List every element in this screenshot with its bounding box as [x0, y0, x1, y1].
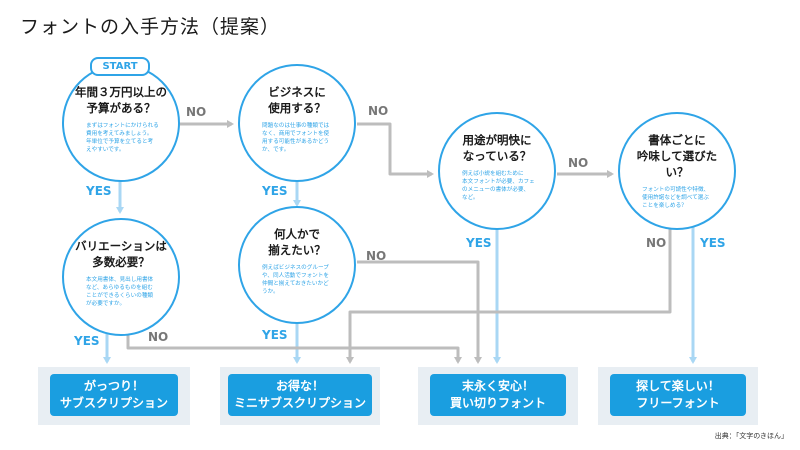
question-business: ビジネスに 使用する？ 問題なのは仕事の種類では なく、商用でフォントを使 用す…	[238, 64, 356, 182]
label-no: NO	[646, 236, 667, 250]
question-note: 例えばビジネスのグループ や、同人活動でフォントを 仲間と揃えておきたいかど う…	[262, 265, 329, 295]
question-purpose: 用途が明快に なっている？ 例えば小説を組むために 本文フォントが必要、カフェ …	[438, 112, 556, 230]
label-no: NO	[568, 156, 589, 170]
label-no: NO	[186, 105, 207, 119]
question-group: 何人かで 揃えたい？ 例えばビジネスのグループ や、同人活動でフォントを 仲間と…	[238, 206, 356, 324]
label-yes: YES	[700, 236, 726, 250]
question-budget: 年間３万円以上の 予算がある？ まずはフォントにかけられる 費用を考えてみましょ…	[62, 64, 180, 182]
arrow-q2-no	[357, 122, 434, 178]
arrow-q4-no	[346, 213, 672, 364]
outcome-subscription: がっつり！ サブスクリプション	[50, 374, 178, 416]
label-no: NO	[368, 104, 389, 118]
question-choose: 書体ごとに 吟味して選びたい？ フォントの可読性や特徴、 使用許諾などを調べて選…	[618, 112, 736, 230]
label-yes: YES	[262, 184, 288, 198]
outcome-free-font: 探して楽しい！ フリーフォント	[610, 374, 746, 416]
label-no: NO	[148, 330, 169, 344]
outcome-mini-subscription: お得な！ ミニサブスクリプション	[228, 374, 372, 416]
arrow-q6-no	[357, 260, 482, 364]
outcome-buyout-font: 末永く安心！ 買い切りフォント	[430, 374, 566, 416]
question-note: フォントの可読性や特徴、 使用許諾などを調べて選ぶ ことを楽しめる？	[642, 187, 710, 209]
page-title: フォントの入手方法（提案）	[20, 16, 281, 38]
question-note: 本文用書体、見出し用書体 など、あらゆるものを組む ことができるくらいの種類 が…	[86, 277, 154, 307]
question-text: バリエーションは 多数必要？	[75, 239, 167, 269]
question-text: 書体ごとに 吟味して選びたい？	[636, 133, 718, 179]
question-note: 例えば小説を組むために 本文フォントが必要、カフェ のメニューの書体が必要、 な…	[462, 171, 535, 201]
question-text: ビジネスに 使用する？	[268, 85, 326, 115]
label-yes: YES	[262, 328, 288, 342]
label-no: NO	[366, 249, 387, 263]
question-note: 問題なのは仕事の種類では なく、商用でフォントを使 用する可能性があるかどう か…	[262, 123, 330, 153]
label-yes: YES	[74, 334, 100, 348]
question-text: 年間３万円以上の 予算がある？	[75, 85, 167, 115]
label-yes: YES	[86, 184, 112, 198]
question-variation: バリエーションは 多数必要？ 本文用書体、見出し用書体 など、あらゆるものを組む…	[62, 218, 180, 336]
question-text: 用途が明快に なっている？	[462, 133, 532, 163]
question-text: 何人かで 揃えたい？	[268, 227, 326, 257]
question-note: まずはフォントにかけられる 費用を考えてみましょう。 年単位で予算を立てると考 …	[86, 123, 159, 153]
start-badge: START	[90, 57, 150, 76]
label-yes: YES	[466, 236, 492, 250]
source-credit: 出典：「文字のきほん」	[714, 432, 788, 440]
